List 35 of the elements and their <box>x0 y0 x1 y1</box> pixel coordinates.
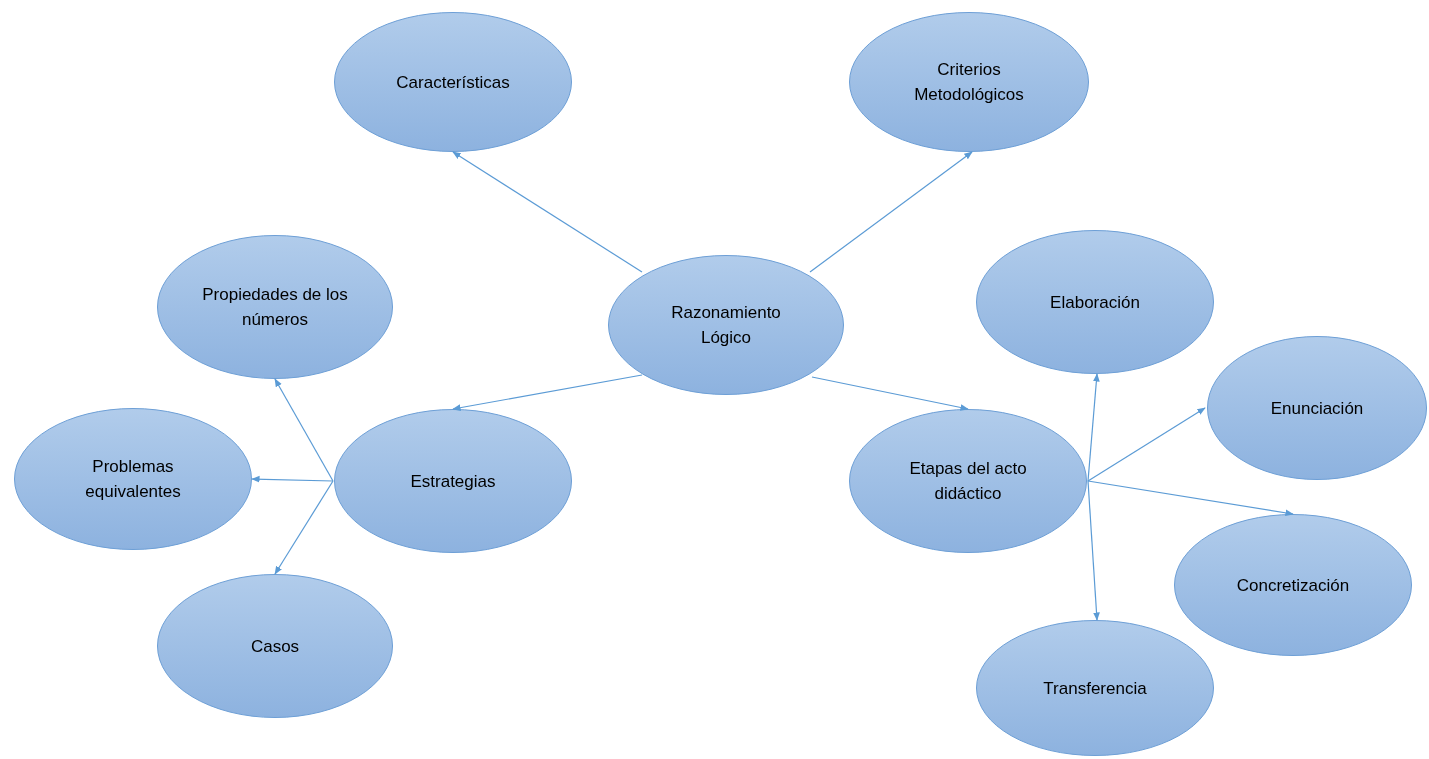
node-label: Características <box>395 71 511 94</box>
topic-ellipse <box>1207 336 1427 480</box>
node-label: Etapas del acto didáctico <box>908 458 1028 505</box>
node-label: Elaboración <box>1049 291 1141 314</box>
topic-ellipse <box>1174 514 1412 656</box>
topic-ellipse <box>157 574 393 718</box>
arrow <box>1087 480 1100 621</box>
topic-ellipse <box>976 620 1214 756</box>
topic-ellipse <box>334 409 572 553</box>
arrow <box>1087 407 1206 482</box>
node-label: Casos <box>249 635 301 658</box>
arrow <box>274 378 334 482</box>
topic-ellipse <box>157 235 393 379</box>
arrow <box>452 151 643 273</box>
arrow <box>809 151 973 273</box>
arrow <box>251 475 334 483</box>
node-label: Razonamiento Lógico <box>670 302 782 349</box>
node-label: Problemas equivalentes <box>84 456 182 503</box>
arrow <box>1087 373 1100 482</box>
arrow <box>1087 480 1294 517</box>
arrow <box>811 376 969 411</box>
node-label: Estrategias <box>409 470 497 493</box>
topic-ellipse <box>608 255 844 395</box>
topic-ellipse <box>849 409 1087 553</box>
topic-ellipse <box>334 12 572 152</box>
topic-ellipse <box>849 12 1089 152</box>
arrow <box>452 374 643 411</box>
topic-ellipse <box>14 408 252 550</box>
arrow <box>274 480 334 575</box>
node-label: Criterios Metodológicos <box>913 59 1025 106</box>
node-label: Concretización <box>1235 574 1351 597</box>
topic-ellipse <box>976 230 1214 374</box>
node-label: Enunciación <box>1269 397 1365 420</box>
node-label: Transferencia <box>1042 677 1148 700</box>
node-label: Propiedades de los números <box>201 284 349 331</box>
